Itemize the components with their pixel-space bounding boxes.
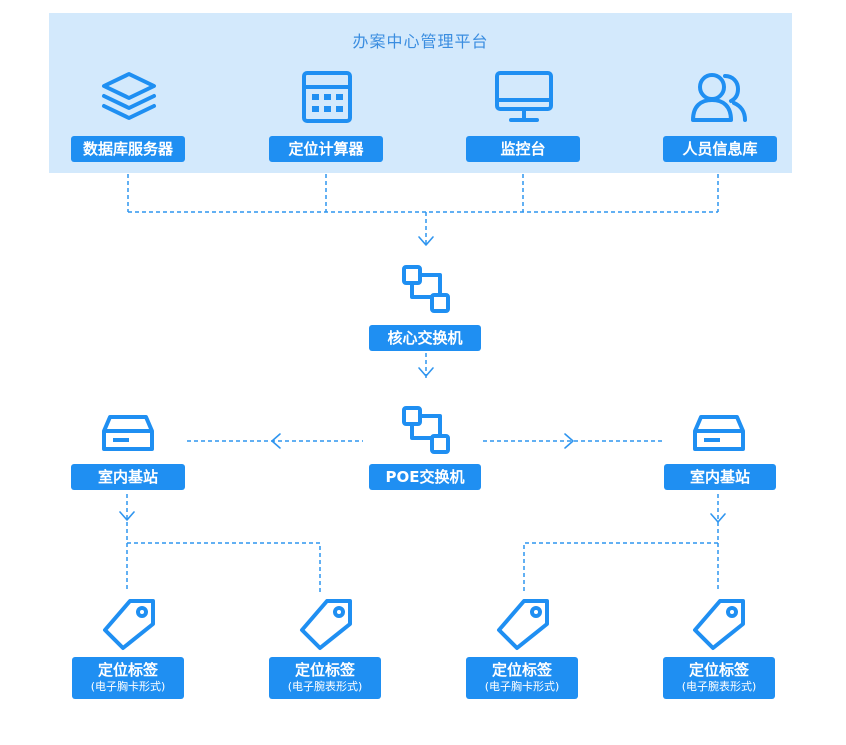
router-icon	[692, 413, 746, 457]
arrow-down-icon	[418, 367, 434, 377]
tag-title: 定位标签	[688, 661, 749, 679]
database-server-label: 数据库服务器	[71, 136, 185, 162]
users-icon	[690, 70, 748, 128]
tag-subtitle: (电子腕表形式)	[287, 680, 363, 693]
monitor-icon	[494, 70, 554, 128]
positioning-tag-badge: 定位标签 (电子胸卡形式)	[466, 657, 578, 699]
tag-icon	[690, 596, 748, 656]
tag-title: 定位标签	[97, 661, 158, 679]
tag-icon	[100, 596, 158, 656]
tag-subtitle: (电子腕表形式)	[681, 680, 757, 693]
positioning-tag-watch: 定位标签 (电子腕表形式)	[269, 657, 381, 699]
tag-icon	[297, 596, 355, 656]
poe-switch-label: POE交换机	[369, 464, 481, 490]
core-switch-label: 核心交换机	[369, 325, 481, 351]
positioning-tag-badge: 定位标签 (电子胸卡形式)	[72, 657, 184, 699]
tag-icon	[494, 596, 552, 656]
positioning-calculator-label: 定位计算器	[269, 136, 383, 162]
indoor-base-station-label: 室内基站	[71, 464, 185, 490]
arrow-down-icon	[418, 236, 434, 246]
positioning-tag-watch: 定位标签 (电子腕表形式)	[663, 657, 775, 699]
platform-title: 办案中心管理平台	[352, 32, 489, 51]
tag-title: 定位标签	[294, 661, 355, 679]
tag-title: 定位标签	[491, 661, 552, 679]
tag-subtitle: (电子胸卡形式)	[484, 680, 560, 693]
arrow-down-icon	[119, 511, 135, 521]
switch-icon	[401, 405, 451, 459]
router-icon	[101, 413, 155, 457]
personnel-database-label: 人员信息库	[663, 136, 777, 162]
database-stack-icon	[100, 70, 158, 128]
monitoring-console-label: 监控台	[466, 136, 580, 162]
arrow-left-icon	[271, 433, 281, 449]
arrow-down-icon	[710, 513, 726, 523]
switch-icon	[401, 264, 451, 318]
arrow-right-icon	[564, 433, 574, 449]
tag-subtitle: (电子胸卡形式)	[90, 680, 166, 693]
indoor-base-station-label: 室内基站	[664, 464, 776, 490]
calculator-icon	[301, 70, 353, 128]
